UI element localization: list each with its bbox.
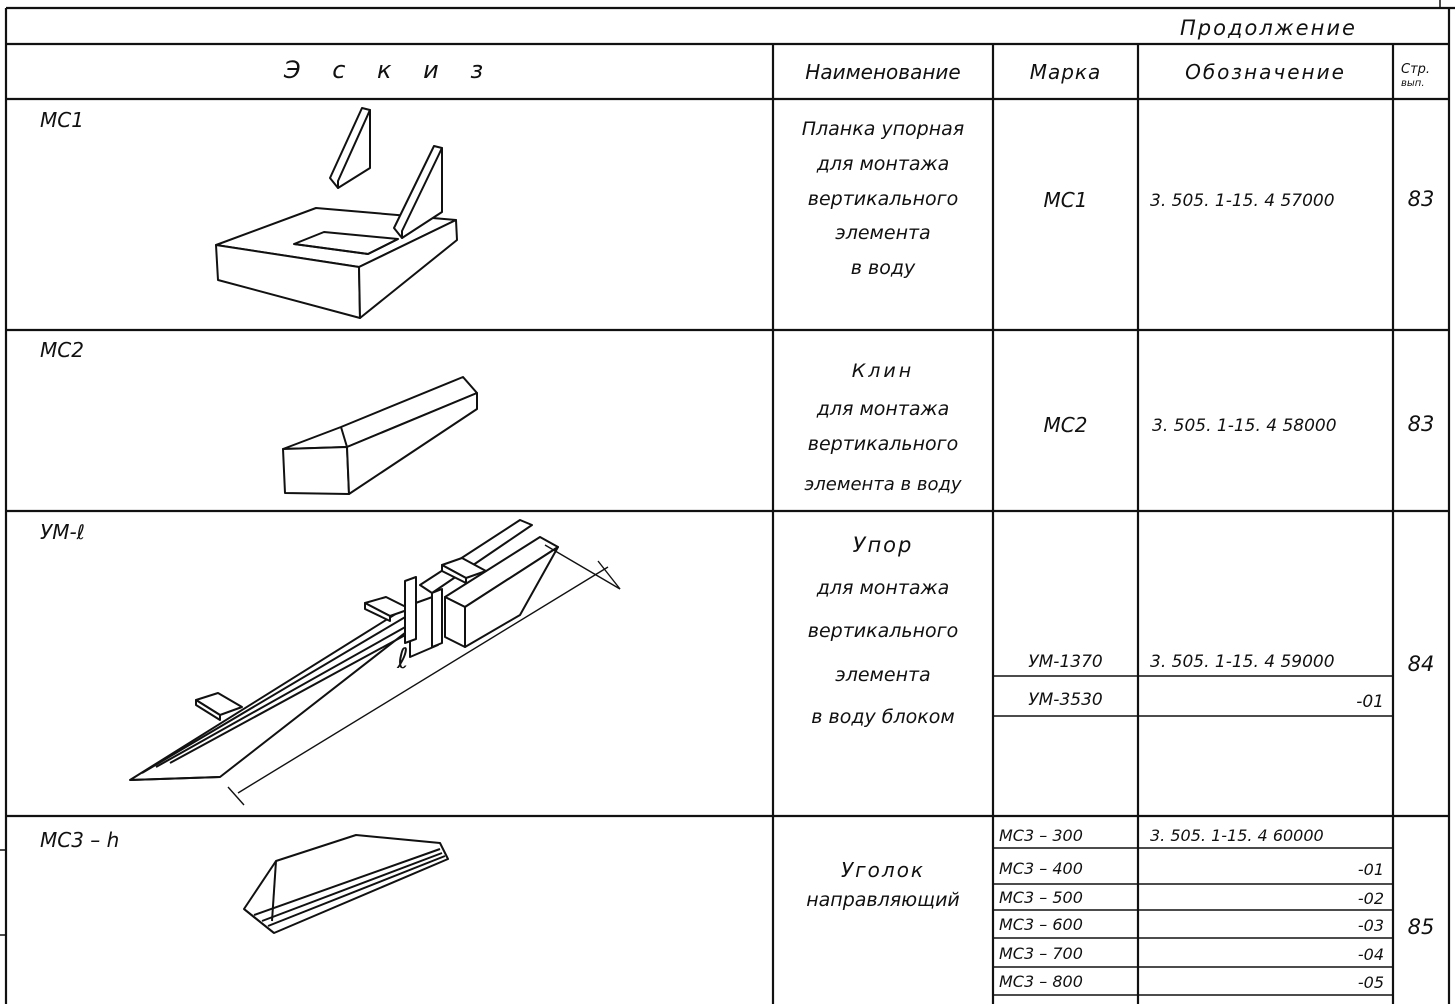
- header-designation: Обозначение: [1185, 60, 1346, 84]
- name-mc2-line1: Клин: [851, 360, 915, 382]
- designation-mc1: 3. 505. 1-15. 4 57000: [1150, 191, 1335, 211]
- sketch-label-mc1: МС1: [40, 108, 84, 132]
- name-mc1-line1: Планка упорная: [801, 118, 965, 140]
- designation-mc3-500: -02: [1357, 889, 1384, 908]
- designation-mc3-800: -05: [1357, 973, 1384, 992]
- page-mc2: 83: [1407, 412, 1435, 436]
- name-mc1-line2: для монтажа: [816, 153, 950, 175]
- designation-um-1370: 3. 505. 1-15. 4 59000: [1150, 652, 1335, 672]
- page-mc1: 83: [1407, 187, 1435, 211]
- sketch-mc2: [282, 376, 478, 495]
- mark-mc1: МС1: [1043, 188, 1088, 212]
- continuation-label: Продолжение: [1180, 16, 1357, 40]
- header-page-line2: вып.: [1401, 78, 1425, 89]
- designation-um-3530: -01: [1356, 692, 1384, 712]
- page-mc3: 85: [1407, 915, 1435, 939]
- name-um-line2: для монтажа: [816, 577, 950, 599]
- designation-mc3-300: 3. 505. 1-15. 4 60000: [1150, 826, 1324, 845]
- name-um-line1: Упор: [852, 533, 914, 557]
- designation-mc3-700: -04: [1357, 945, 1384, 964]
- sketch-um: [129, 519, 621, 806]
- name-mc1-line3: вертикального: [807, 188, 959, 210]
- name-mc2-line4: элемента в воду: [804, 474, 962, 495]
- header-page-line1: Стр.: [1401, 62, 1431, 77]
- mark-mc2: МС2: [1043, 413, 1088, 437]
- mark-mc3-700: МС3 – 700: [999, 944, 1083, 963]
- sketch-label-mc3: МС3 – h: [40, 828, 120, 852]
- sketch-label-um: УМ-ℓ: [40, 520, 85, 544]
- mark-um-3530: УМ-3530: [1028, 690, 1103, 710]
- sketch-mc1: [215, 107, 458, 319]
- name-mc2-line2: для монтажа: [816, 398, 950, 420]
- name-mc1-line4: элемента: [835, 222, 931, 244]
- dimension-label-um: ℓ: [397, 642, 409, 675]
- designation-mc2: 3. 505. 1-15. 4 58000: [1152, 416, 1337, 436]
- name-mc3-line1: Уголок: [840, 858, 926, 882]
- sketch-mc3: [243, 834, 449, 934]
- header-mark: Марка: [1029, 60, 1102, 84]
- mark-mc3-300: МС3 – 300: [999, 826, 1083, 845]
- designation-mc3-600: -03: [1357, 916, 1384, 935]
- mark-mc3-600: МС3 – 600: [999, 915, 1083, 934]
- name-mc1-line5: в воду: [850, 257, 916, 279]
- mark-mc3-500: МС3 – 500: [999, 888, 1083, 907]
- sketch-label-mc2: МС2: [40, 338, 84, 362]
- mark-mc3-800: МС3 – 800: [999, 972, 1083, 991]
- name-mc2-line3: вертикального: [807, 433, 959, 455]
- name-um-line4: элемента: [835, 664, 931, 686]
- page-um: 84: [1407, 652, 1435, 676]
- mark-um-1370: УМ-1370: [1028, 652, 1103, 672]
- header-sketch: Э с к и з: [283, 56, 496, 84]
- name-um-line3: вертикального: [807, 620, 959, 642]
- name-mc3-line2: направляющий: [806, 889, 960, 911]
- designation-mc3-400: -01: [1357, 860, 1384, 879]
- name-um-line5: в воду блоком: [811, 706, 955, 728]
- mark-mc3-400: МС3 – 400: [999, 859, 1083, 878]
- header-name: Наименование: [805, 60, 961, 84]
